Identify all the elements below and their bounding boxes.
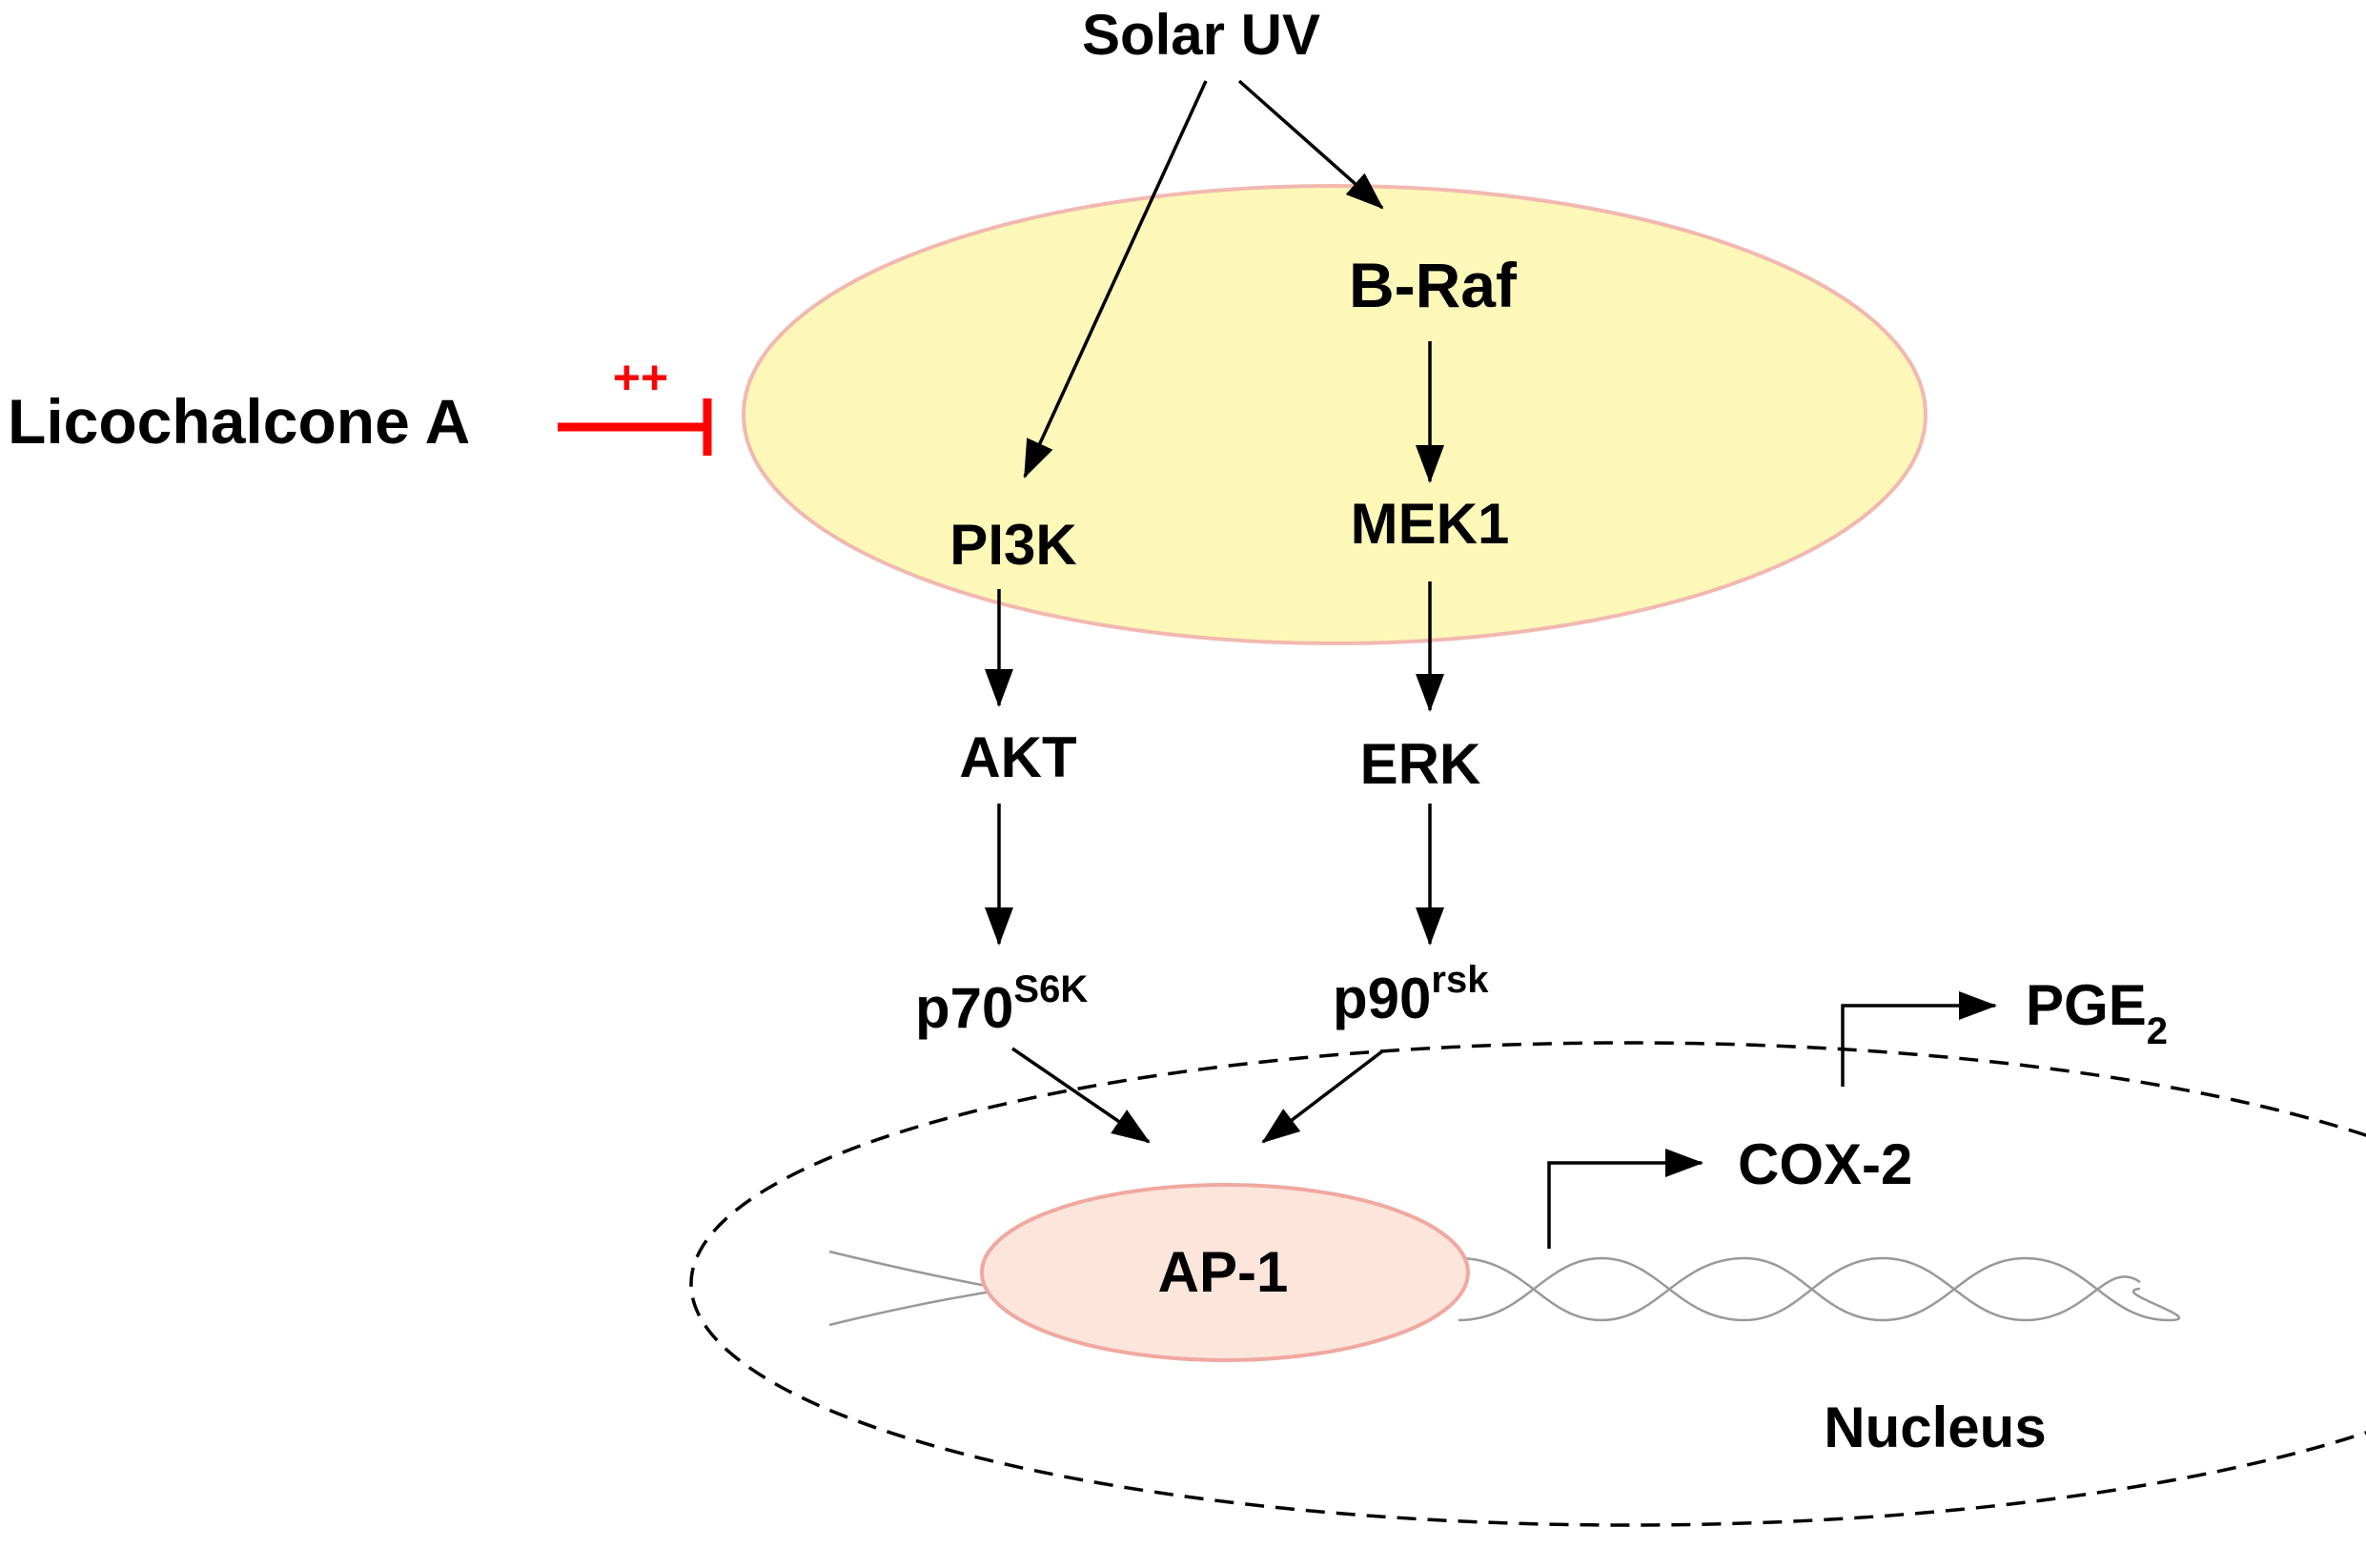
- licochalcone-label: Licochalcone A: [8, 386, 470, 457]
- inhibition-strength-mark: ++: [613, 351, 668, 404]
- arrow-uv-to-pi3k: [1023, 80, 1208, 479]
- braf-label: B-Raf: [1349, 250, 1518, 320]
- inhibition-symbol: [558, 398, 712, 456]
- akt-label: AKT: [959, 725, 1076, 789]
- nucleus-outline: [689, 1041, 2366, 1527]
- p70-s6k-label: p70S6K: [915, 968, 1088, 1040]
- cox2-label: COX-2: [1738, 1132, 1912, 1196]
- erk-label: ERK: [1360, 732, 1481, 796]
- nucleus-label: Nucleus: [1824, 1395, 2046, 1459]
- arrow-uv-to-braf: [1237, 79, 1384, 210]
- dna-strand: [828, 1250, 2180, 1327]
- mek1-label: MEK1: [1351, 492, 1510, 556]
- ap1-ellipse: [980, 1183, 1470, 1362]
- arrow-p70-to-ap1: [1011, 1047, 1151, 1144]
- p90-rsk-label: p90rsk: [1333, 959, 1489, 1030]
- ap1-label: AP-1: [1158, 1240, 1289, 1304]
- arrow-p90-to-ap1: [1261, 1049, 1384, 1144]
- transcription-arrow-pge2: [1841, 991, 1997, 1087]
- pi3k-label: PI3K: [949, 513, 1076, 577]
- transcription-arrow-cox2: [1547, 1149, 1703, 1249]
- solar-uv-label: Solar UV: [1082, 3, 1320, 67]
- cytoplasm-ellipse: [742, 184, 1927, 645]
- pge2-label: PGE2: [2026, 973, 2168, 1052]
